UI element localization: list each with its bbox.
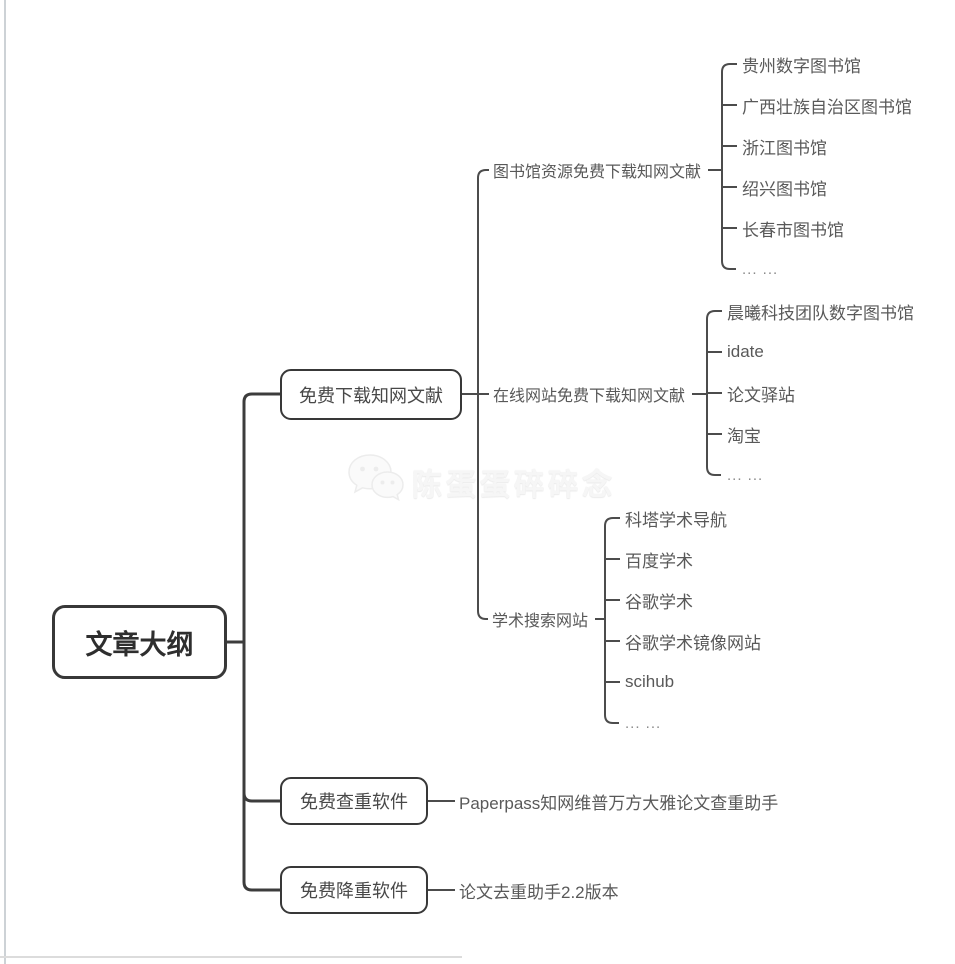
- canvas-bottom-border: [0, 956, 462, 958]
- leaf-label: ... ...: [625, 714, 662, 732]
- leaf-taobao[interactable]: 淘宝: [727, 422, 761, 446]
- watermark-text: 陈蛋蛋碎碎念: [412, 468, 616, 502]
- node-library-resources[interactable]: 图书馆资源免费下载知网文献: [493, 158, 722, 182]
- leaf-paperpass-tools[interactable]: Paperpass知网维普万方大雅论文查重助手: [459, 789, 778, 813]
- leaf-changchun-library[interactable]: 长春市图书馆: [742, 216, 844, 240]
- node-branch-download[interactable]: 免费下载知网文献: [280, 369, 462, 420]
- connector-trunk-branches: [242, 392, 280, 892]
- node-branch-rewrite-label: 免费降重软件: [300, 881, 408, 901]
- node-academic-search-label: 学术搜索网站: [492, 613, 589, 630]
- leaf-guangxi-library[interactable]: 广西壮族自治区图书馆: [742, 93, 912, 117]
- leaf-ellipsis[interactable]: ... ...: [742, 257, 778, 281]
- leaf-label: scihub: [625, 672, 675, 691]
- leaf-label: 广西壮族自治区图书馆: [742, 97, 912, 117]
- node-online-websites-label: 在线网站免费下载知网文献: [493, 388, 686, 405]
- connector-sub3-trunk: [604, 517, 620, 724]
- connector-sub2-feed: [692, 393, 707, 395]
- node-online-websites[interactable]: 在线网站免费下载知网文献: [493, 382, 707, 406]
- leaf-label: 科塔学术导航: [625, 510, 727, 530]
- leaf-zhejiang-library[interactable]: 浙江图书馆: [742, 134, 827, 158]
- leaf-label: 谷歌学术镜像网站: [625, 633, 761, 653]
- leaf-label: 绍兴图书馆: [742, 179, 827, 199]
- leaf-ellipsis[interactable]: ... ...: [727, 463, 763, 487]
- leaf-scihub[interactable]: scihub: [625, 670, 674, 694]
- leaf-label: 论文驿站: [727, 385, 795, 405]
- leaf-label: idate: [727, 342, 764, 361]
- leaf-guizhou-library[interactable]: 贵州数字图书馆: [742, 52, 861, 76]
- node-branch-plagiarism-check[interactable]: 免费查重软件: [280, 777, 428, 825]
- node-branch-plagiarism-check-label: 免费查重软件: [300, 792, 408, 812]
- node-branch-download-label: 免费下载知网文献: [299, 385, 443, 406]
- leaf-lunwen-yizhan[interactable]: 论文驿站: [727, 381, 795, 405]
- node-academic-search[interactable]: 学术搜索网站: [492, 607, 605, 631]
- leaf-label: 贵州数字图书馆: [742, 56, 861, 76]
- node-branch-rewrite[interactable]: 免费降重软件: [280, 866, 428, 914]
- node-root[interactable]: 文章大纲: [52, 605, 227, 679]
- connector-b1-child-trunk: [477, 169, 489, 620]
- leaf-idate[interactable]: idate: [727, 340, 764, 364]
- leaf-dedup-assistant[interactable]: 论文去重助手2.2版本: [459, 878, 619, 902]
- leaf-label: 百度学术: [625, 551, 693, 571]
- leaf-label: 长春市图书馆: [742, 220, 844, 240]
- wechat-icon: [346, 452, 404, 511]
- leaf-scholar-mirror[interactable]: 谷歌学术镜像网站: [625, 629, 761, 653]
- leaf-ellipsis[interactable]: ... ...: [625, 711, 661, 735]
- leaf-label: ... ...: [742, 260, 779, 278]
- connector-sub1-trunk: [721, 63, 737, 270]
- node-library-resources-label: 图书馆资源免费下载知网文献: [493, 164, 702, 181]
- leaf-shaoxing-library[interactable]: 绍兴图书馆: [742, 175, 827, 199]
- leaf-label: 浙江图书馆: [742, 138, 827, 158]
- leaf-label: 谷歌学术: [625, 592, 693, 612]
- leaf-label: 晨曦科技团队数字图书馆: [727, 303, 914, 323]
- node-root-label: 文章大纲: [85, 629, 194, 660]
- connector-sub1-feed: [708, 169, 722, 171]
- leaf-baidu-scholar[interactable]: 百度学术: [625, 547, 693, 571]
- leaf-google-scholar[interactable]: 谷歌学术: [625, 588, 693, 612]
- connector-sub3-feed: [595, 618, 605, 620]
- canvas-left-border: [4, 0, 6, 964]
- leaf-label: ... ...: [727, 466, 764, 484]
- watermark: 陈蛋蛋碎碎念: [346, 452, 616, 511]
- leaf-keta-academic[interactable]: 科塔学术导航: [625, 506, 727, 530]
- leaf-label: 论文去重助手2.2版本: [459, 882, 619, 902]
- leaf-chenxi-library[interactable]: 晨曦科技团队数字图书馆: [727, 299, 914, 323]
- connector-branch2-fork: [242, 792, 280, 803]
- leaf-label: 淘宝: [727, 426, 761, 446]
- leaf-label: Paperpass知网维普万方大雅论文查重助手: [459, 793, 779, 813]
